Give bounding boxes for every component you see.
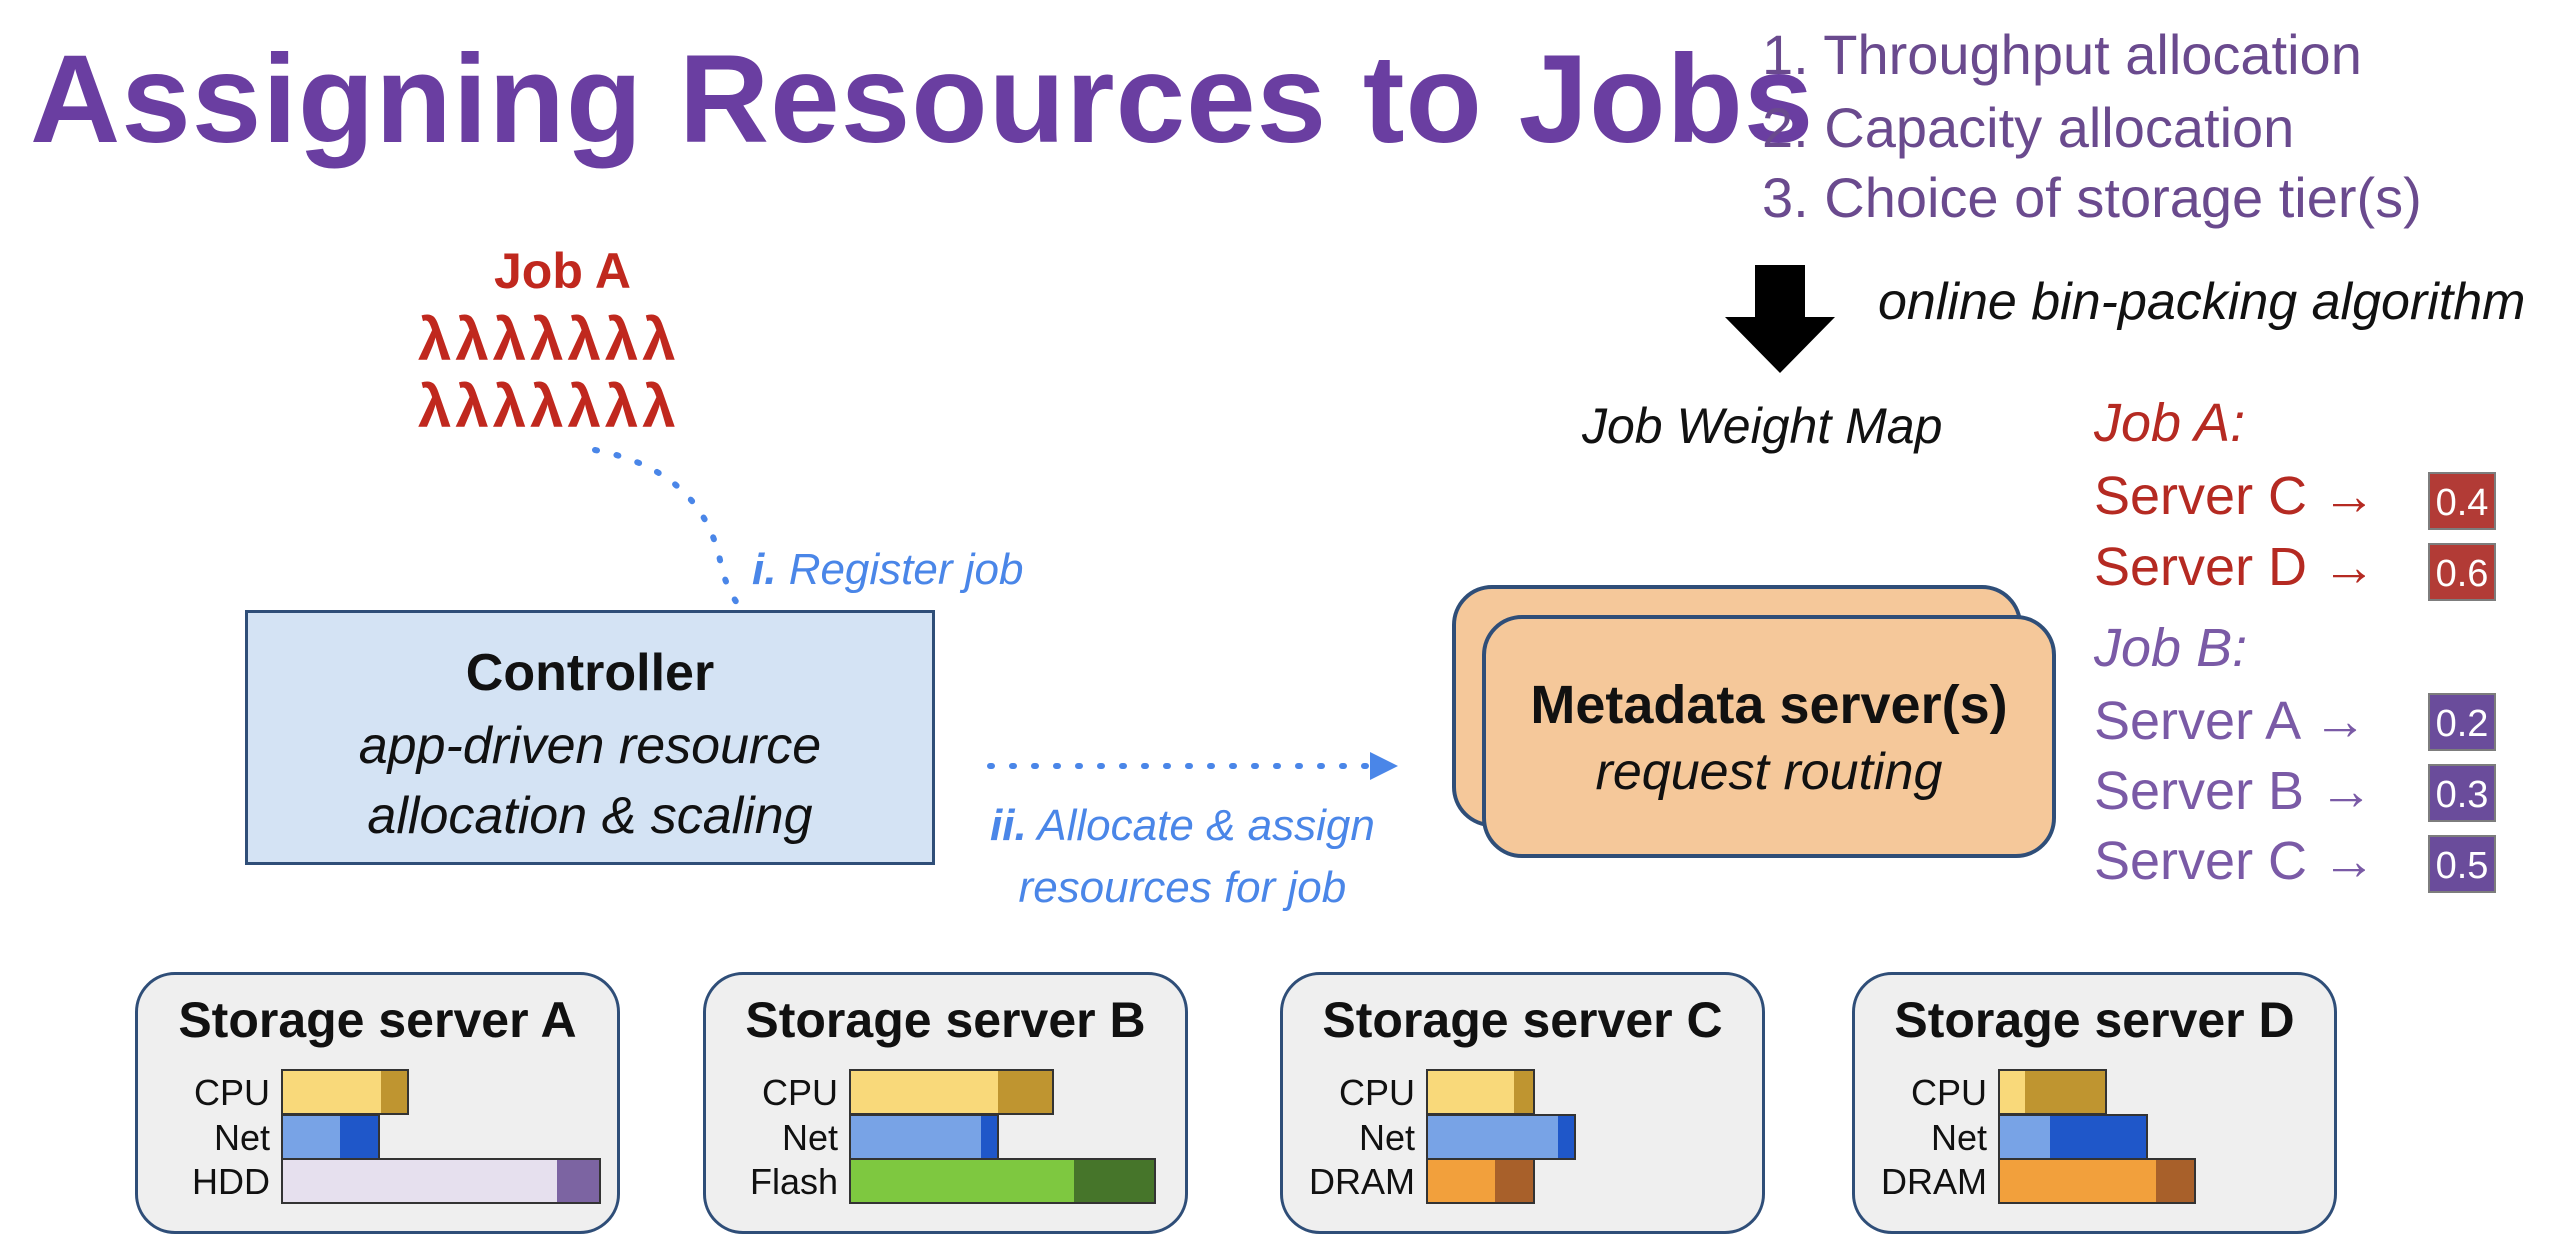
- controller-title: Controller: [465, 644, 715, 702]
- resource-bar-net: [281, 1114, 380, 1160]
- resource-bar-used-segment: [1558, 1116, 1574, 1158]
- weight-row-server: Server A →: [2094, 691, 2368, 751]
- job-weight-map-label: Job Weight Map: [1582, 398, 1943, 454]
- weight-badge: 0.2: [2428, 693, 2496, 751]
- metadata-server-box: Metadata server(s) request routing: [1482, 615, 2056, 858]
- job-a-lambdas-row: λλλλλλλ: [418, 373, 680, 440]
- resource-bar-used-segment: [2156, 1160, 2194, 1202]
- step-capacity: 2. Capacity allocation: [1762, 96, 2295, 159]
- weight-badge: 0.4: [2428, 472, 2496, 530]
- resource-bar-net: [1426, 1114, 1576, 1160]
- resource-bar-used-segment: [2025, 1071, 2105, 1113]
- controller-description: app-driven resource: [358, 717, 822, 775]
- resource-bar-cpu: [849, 1069, 1054, 1115]
- storage-server-title: Storage server D: [1894, 992, 2295, 1048]
- resource-label: CPU: [193, 1072, 270, 1113]
- job-a-lambdas-row: λλλλλλλ: [418, 306, 680, 373]
- controller-box: Controller app-driven resource allocatio…: [245, 610, 935, 865]
- resource-bar-used-segment: [557, 1160, 599, 1202]
- resource-label: HDD: [192, 1161, 270, 1202]
- weight-row-server: Server B →: [2094, 761, 2374, 821]
- resource-bar-used-segment: [998, 1071, 1052, 1113]
- resource-bar-dram: [1426, 1158, 1535, 1204]
- weight-badge: 0.5: [2428, 835, 2496, 893]
- weights-job-b-label: Job B:: [2094, 618, 2248, 678]
- resource-bar-cpu: [281, 1069, 409, 1115]
- allocate-arrowhead-icon: [1370, 752, 1398, 780]
- resource-label: Flash: [749, 1161, 838, 1202]
- resource-bar-hdd: [281, 1158, 601, 1204]
- storage-server-title: Storage server C: [1322, 992, 1723, 1048]
- resource-bar-net: [1998, 1114, 2148, 1160]
- resource-bar-flash: [849, 1158, 1156, 1204]
- algorithm-label: online bin-packing algorithm: [1878, 273, 2526, 331]
- weight-row-server: Server C →: [2094, 831, 2377, 891]
- resource-bar-used-segment: [1514, 1071, 1533, 1113]
- metadata-server-subtitle: request routing: [1595, 743, 1943, 801]
- weights-job-a-label: Job A:: [2094, 393, 2246, 453]
- resource-label: Net: [213, 1117, 270, 1158]
- page-title: Assigning Resources to Jobs: [30, 30, 1815, 169]
- register-job-label: i. Register job: [752, 545, 1024, 594]
- step-throughput: 1. Throughput allocation: [1762, 23, 2362, 86]
- resource-bar-net: [849, 1114, 999, 1160]
- resource-bar-used-segment: [2050, 1116, 2146, 1158]
- resource-label: DRAM: [1881, 1161, 1987, 1202]
- down-arrow-icon: [1725, 265, 1835, 373]
- storage-server-title: Storage server A: [178, 992, 577, 1048]
- resource-bar-used-segment: [381, 1071, 407, 1113]
- resource-label: Net: [1930, 1117, 1987, 1158]
- resource-bar-used-segment: [1495, 1160, 1533, 1202]
- job-a-label: Job A: [494, 243, 632, 299]
- resource-bar-dram: [1998, 1158, 2196, 1204]
- weight-badge: 0.6: [2428, 543, 2496, 601]
- resource-label: Net: [781, 1117, 838, 1158]
- resource-bar-cpu: [1426, 1069, 1535, 1115]
- controller-description: allocation & scaling: [367, 787, 813, 845]
- allocate-resources-label: ii. Allocate & assign resources for job: [990, 801, 1375, 912]
- resource-label: CPU: [1338, 1072, 1415, 1113]
- resource-bar-used-segment: [340, 1116, 378, 1158]
- metadata-server-title: Metadata server(s): [1530, 675, 2008, 735]
- step-storage-tier: 3. Choice of storage tier(s): [1762, 166, 2422, 229]
- resource-label: DRAM: [1309, 1161, 1415, 1202]
- weight-badge: 0.3: [2428, 764, 2496, 822]
- resource-bar-used-segment: [1074, 1160, 1154, 1202]
- resource-bar-used-segment: [981, 1116, 997, 1158]
- resource-label: CPU: [1910, 1072, 1987, 1113]
- resource-label: Net: [1358, 1117, 1415, 1158]
- resource-bar-cpu: [1998, 1069, 2107, 1115]
- resource-label: CPU: [761, 1072, 838, 1113]
- weight-row-server: Server D →: [2094, 537, 2377, 597]
- storage-server-title: Storage server B: [745, 992, 1146, 1048]
- weight-row-server: Server C →: [2094, 466, 2377, 526]
